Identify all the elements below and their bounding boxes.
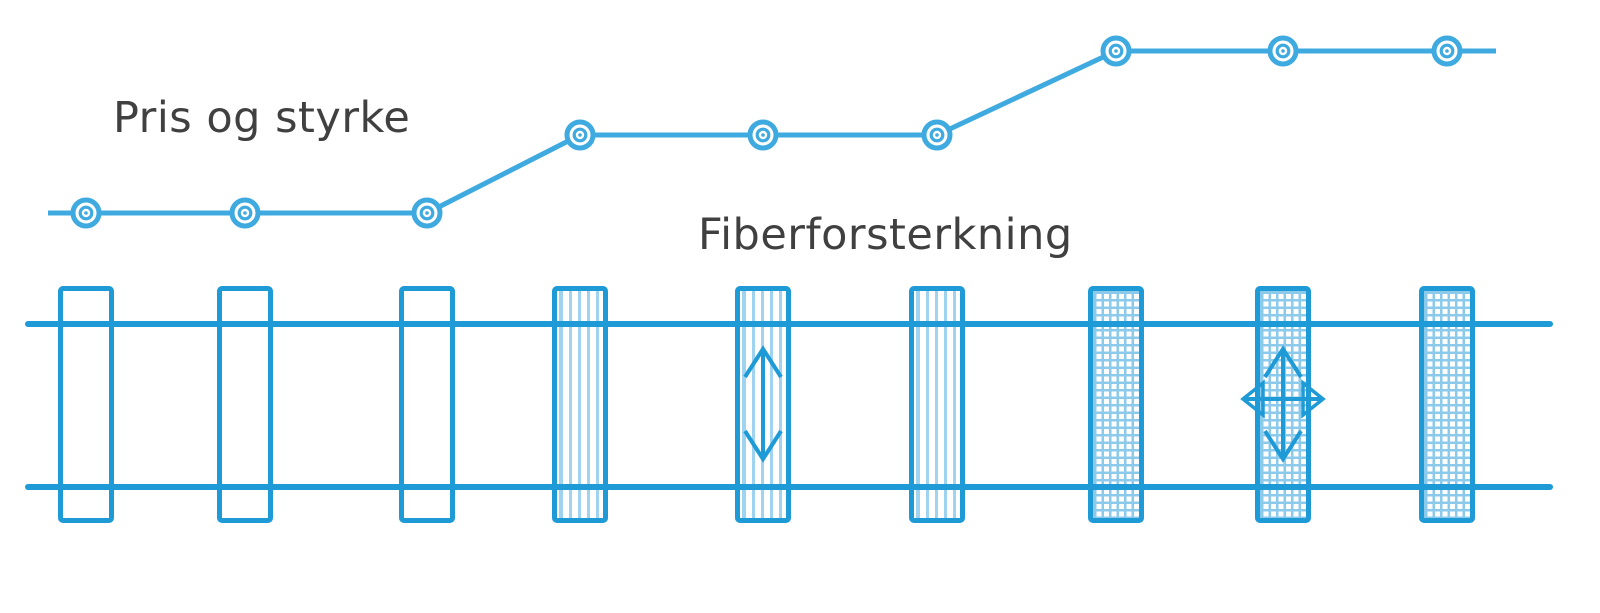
track-label: Fiberforsterkning xyxy=(698,210,1073,260)
sleeper-8-grid xyxy=(1255,286,1311,523)
sleeper-7-grid xyxy=(1088,286,1144,523)
sleeper-4-vertical-stripes xyxy=(552,286,608,523)
sleeper-2-plain xyxy=(217,286,273,523)
sleeper-9-grid xyxy=(1419,286,1475,523)
sleeper-6-vertical-stripes xyxy=(909,286,965,523)
sleeper-3-plain xyxy=(399,286,455,523)
sleeper-5-vertical-stripes xyxy=(735,286,791,523)
sleeper-1-plain xyxy=(58,286,114,523)
